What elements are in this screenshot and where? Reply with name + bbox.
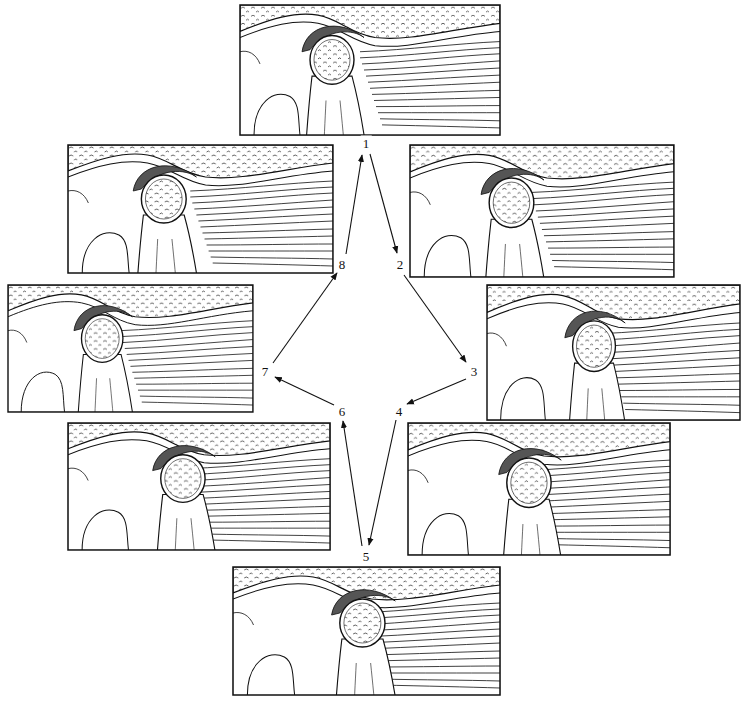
panel (233, 567, 500, 726)
callout-number: 3 (469, 364, 480, 379)
cycle-arrows (273, 154, 466, 546)
panel (68, 423, 330, 677)
arrow (273, 273, 337, 363)
callout-number: 4 (394, 404, 405, 419)
panel (8, 285, 253, 537)
arrow (343, 421, 362, 546)
callout-number: 6 (337, 404, 348, 419)
callout-number: 5 (361, 549, 372, 564)
callout-number: 2 (395, 257, 406, 272)
arrow (275, 377, 334, 405)
panel (68, 145, 333, 399)
arrow (369, 420, 396, 545)
arrow (370, 154, 397, 253)
callout-number: 7 (260, 364, 271, 379)
callout-number: 1 (361, 136, 372, 151)
callout-number: 8 (337, 257, 348, 272)
arrow (404, 275, 466, 362)
arrow (346, 155, 362, 254)
arrow (407, 379, 466, 404)
